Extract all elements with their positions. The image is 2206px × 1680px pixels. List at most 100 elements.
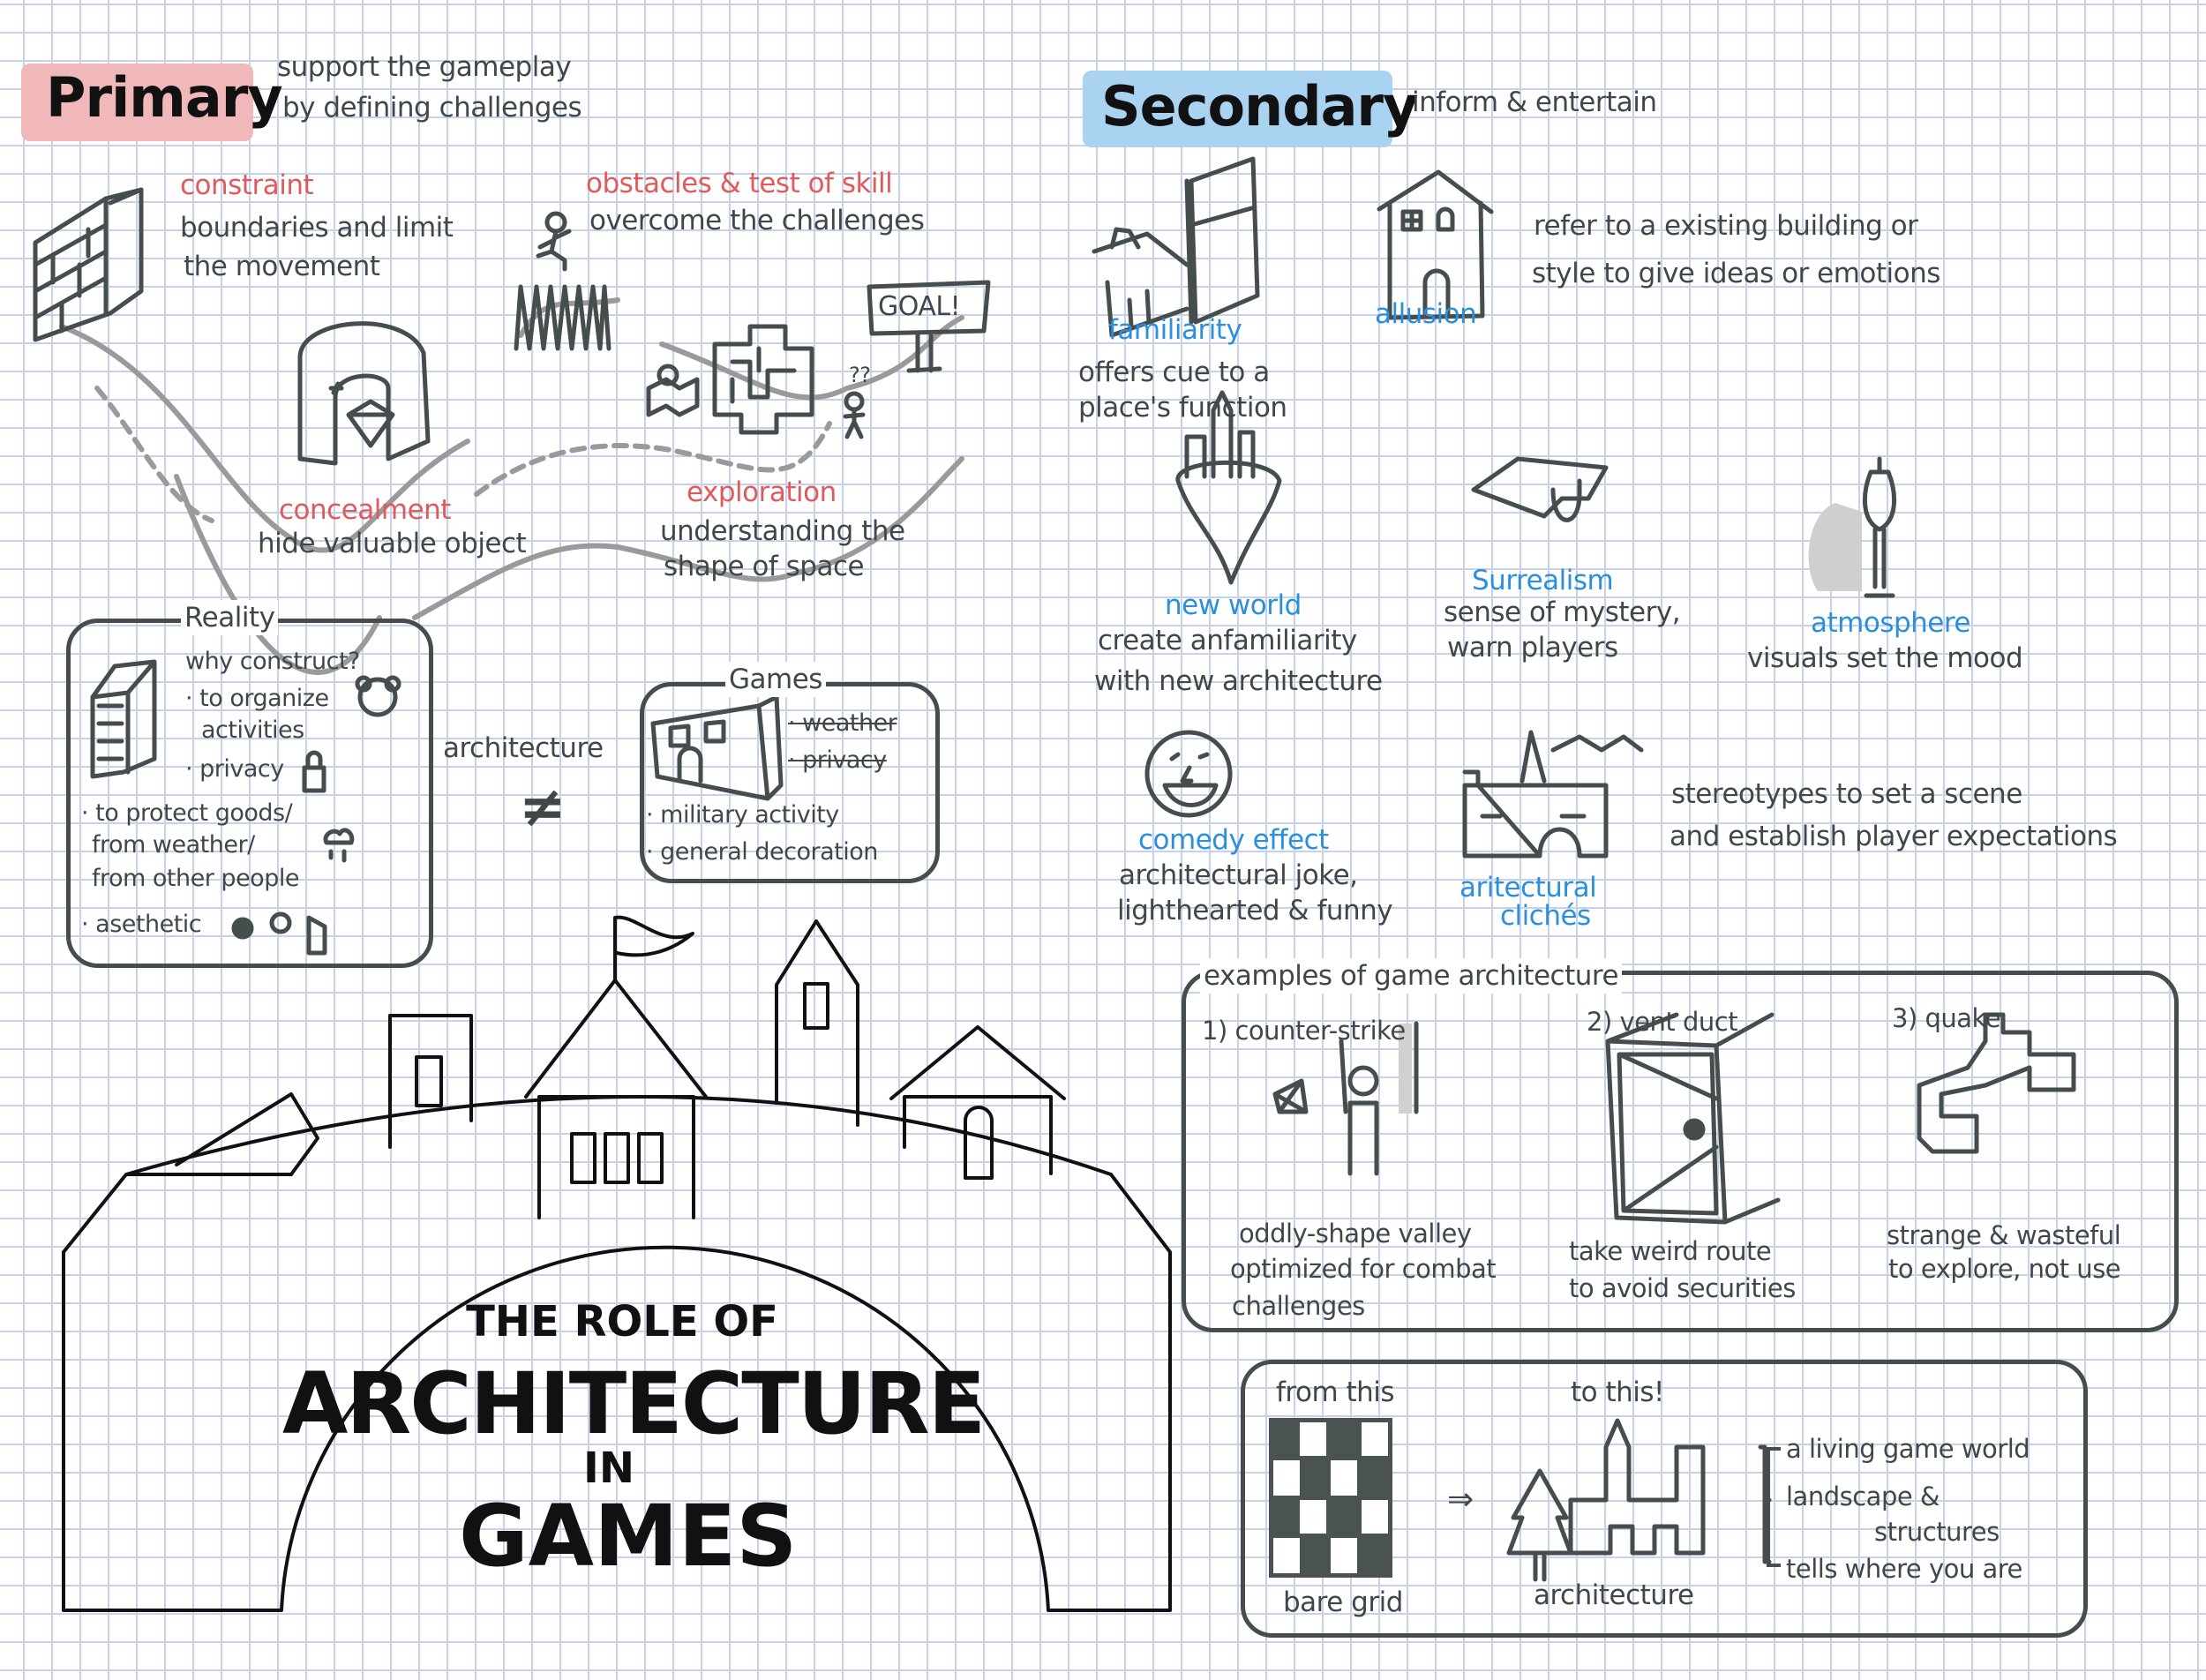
games-struck: · weather (788, 709, 897, 737)
goal-sign-icon (867, 280, 991, 373)
surrealism-desc: sense of mystery, (1444, 596, 1681, 628)
comedy-desc: lighthearted & funny (1117, 895, 1393, 926)
smiley-icon (1144, 730, 1233, 818)
house-icon (1377, 169, 1494, 320)
map-pin-icon (646, 364, 700, 417)
maze-icon (712, 324, 814, 435)
reality-title: Reality (181, 600, 279, 635)
not-equal-symbol: ≠ (519, 775, 567, 840)
haunted-castle-icon (1462, 730, 1644, 859)
brick-wall-icon (33, 187, 144, 342)
padlock-icon (302, 750, 326, 793)
surrealism-desc: warn players (1447, 632, 1618, 664)
familiarity-desc: offers cue to a (1078, 356, 1270, 388)
surreal-shape-icon (1471, 456, 1609, 522)
benefit-bracket (1767, 1447, 1781, 1567)
rain-cloud-icon (323, 828, 355, 863)
games-title: Games (725, 662, 826, 697)
cliches-label: aritectural (1459, 872, 1597, 904)
soldier-crate-icon (1272, 1021, 1419, 1176)
new-world-desc: create anfamiliarity (1098, 625, 1357, 656)
cliches-label: clichés (1500, 900, 1591, 932)
example-caption: take weird route (1569, 1236, 1772, 1266)
to-caption: architecture (1534, 1579, 1694, 1611)
from-caption: bare grid (1283, 1586, 1403, 1618)
primary-heading: Primary (46, 65, 283, 130)
reality-point: activities (201, 716, 304, 744)
obstacles-desc: overcome the challenges (589, 205, 925, 236)
benefit-item: tells where you are (1786, 1554, 2022, 1584)
reality-point: from weather/ (92, 831, 255, 859)
reality-point: from other people (92, 865, 299, 892)
exploration-desc: understanding the (660, 515, 905, 547)
example-caption: strange & wasteful (1887, 1220, 2121, 1250)
secondary-subtitle: inform & entertain (1412, 86, 1657, 118)
benefit-item: a living game world (1786, 1434, 2030, 1464)
examples-box (1182, 971, 2179, 1332)
constraint-desc: boundaries and limit (180, 212, 454, 244)
secondary-highlight (1083, 71, 1392, 147)
new-world-desc: with new architecture (1094, 665, 1383, 697)
castle-arch-illustration (62, 915, 1172, 1612)
example-caption: to explore, not use (1888, 1254, 2121, 1284)
exploration-label: exploration (687, 476, 837, 508)
lost-figure-icon (843, 391, 866, 439)
primary-highlight (21, 64, 253, 141)
reality-point: · to protect goods/ (81, 799, 293, 827)
familiarity-label: familiarity (1108, 314, 1242, 346)
arrow-symbol: ⇒ (1447, 1481, 1474, 1518)
surrealism-label: Surrealism (1472, 565, 1614, 596)
example-caption: oddly-shape valley (1239, 1219, 1472, 1249)
people-group-icon (355, 675, 401, 717)
games-struck: · privacy (788, 746, 887, 774)
stick-figure-icon (536, 211, 572, 272)
primary-subtitle: support the gameplay (277, 51, 572, 83)
example-heading: 1) counter-strike (1202, 1016, 1406, 1046)
new-world-label: new world (1165, 589, 1302, 621)
example-caption: optimized for combat (1230, 1254, 1497, 1284)
architecture-word: architecture (443, 732, 604, 764)
comedy-desc: architectural joke, (1119, 859, 1358, 891)
vent-duct-icon (1605, 1012, 1781, 1225)
main-title-line3: IN (582, 1444, 635, 1493)
exploration-desc: shape of space (664, 551, 865, 582)
games-point: · general decoration (646, 838, 878, 866)
atmosphere-desc: visuals set the mood (1747, 642, 2023, 674)
example-caption: to avoid securities (1569, 1273, 1796, 1303)
checkerboard-icon (1269, 1418, 1392, 1578)
office-building-icon (90, 659, 157, 779)
aesthetic-icons (231, 911, 327, 956)
goal-sign-text: GOAL! (878, 291, 961, 322)
quake-map-icon (1917, 1012, 2076, 1154)
cliches-desc: and establish player expectations (1670, 821, 2118, 852)
confused-mark: ?? (849, 363, 871, 387)
primary-subtitle: by defining challenges (282, 92, 582, 124)
example-heading: 2) vent duct (1587, 1007, 1738, 1037)
reality-point: · privacy (185, 755, 284, 783)
concealment-label: concealment (279, 494, 451, 526)
obstacles-label: obstacles & test of skill (586, 168, 893, 199)
transform-box (1241, 1360, 2088, 1638)
example-caption: challenges (1232, 1291, 1365, 1321)
comedy-label: comedy effect (1138, 824, 1329, 856)
constraint-label: constraint (180, 169, 314, 201)
gem-vault-icon (297, 321, 431, 466)
main-title-line4: GAMES (459, 1487, 798, 1586)
allusion-desc: refer to a existing building or (1534, 210, 1918, 242)
familiarity-desc: place's function (1078, 392, 1287, 424)
floating-island-icon (1175, 390, 1282, 585)
allusion-desc: style to give ideas or emotions (1532, 258, 1940, 289)
to-label: to this! (1571, 1376, 1664, 1408)
military-building-icon (650, 694, 784, 801)
constraint-desc: the movement (184, 251, 380, 282)
winding-path (59, 297, 964, 675)
examples-title: examples of game architecture (1200, 958, 1623, 994)
reality-question: why construct? (185, 648, 360, 675)
reality-point: · asethetic (81, 911, 202, 938)
secondary-heading: Secondary (1101, 74, 1418, 139)
benefit-item: landscape & (1786, 1481, 1940, 1511)
spikes-icon (514, 284, 612, 351)
allusion-label: allusion (1375, 298, 1477, 330)
reality-point: · to organize (185, 685, 329, 712)
